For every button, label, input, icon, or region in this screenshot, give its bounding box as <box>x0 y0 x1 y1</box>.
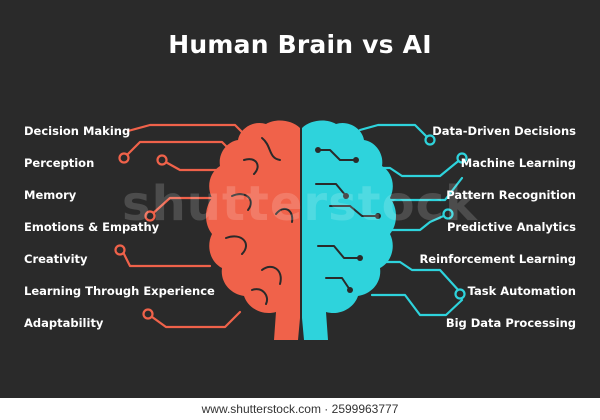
ai-trait: Data-Driven Decisions <box>432 124 576 138</box>
human-trait: Memory <box>24 188 77 202</box>
human-circuit-lines <box>120 123 254 329</box>
footer-credit: www.shutterstock.com · 2599963777 <box>0 398 600 420</box>
ai-trait: Pattern Recognition <box>446 188 576 202</box>
ai-trait: Task Automation <box>467 284 576 298</box>
ai-circuit-nodes <box>424 134 468 300</box>
ai-brain-half <box>302 120 396 340</box>
ai-trait: Reinforcement Learning <box>419 252 576 266</box>
infographic: Human Brain vs AI <box>0 0 600 398</box>
ai-trait: Big Data Processing <box>445 316 576 330</box>
human-trait: Perception <box>24 156 95 170</box>
human-trait: Emotions & Empathy <box>24 220 160 234</box>
human-circuit-nodes <box>114 152 168 320</box>
human-trait: Decision Making <box>24 124 131 138</box>
ai-trait: Predictive Analytics <box>446 220 576 234</box>
ai-trait: Machine Learning <box>460 156 576 170</box>
brain-diagram <box>114 120 468 340</box>
human-brain-half <box>206 120 300 340</box>
human-trait: Learning Through Experience <box>24 284 215 298</box>
ai-brain-nodes <box>315 147 381 293</box>
human-brain-folds <box>225 137 294 305</box>
page-title: Human Brain vs AI <box>168 30 432 59</box>
ai-brain-circuits <box>315 149 379 291</box>
human-trait: Adaptability <box>24 316 104 330</box>
human-trait: Creativity <box>24 252 88 266</box>
